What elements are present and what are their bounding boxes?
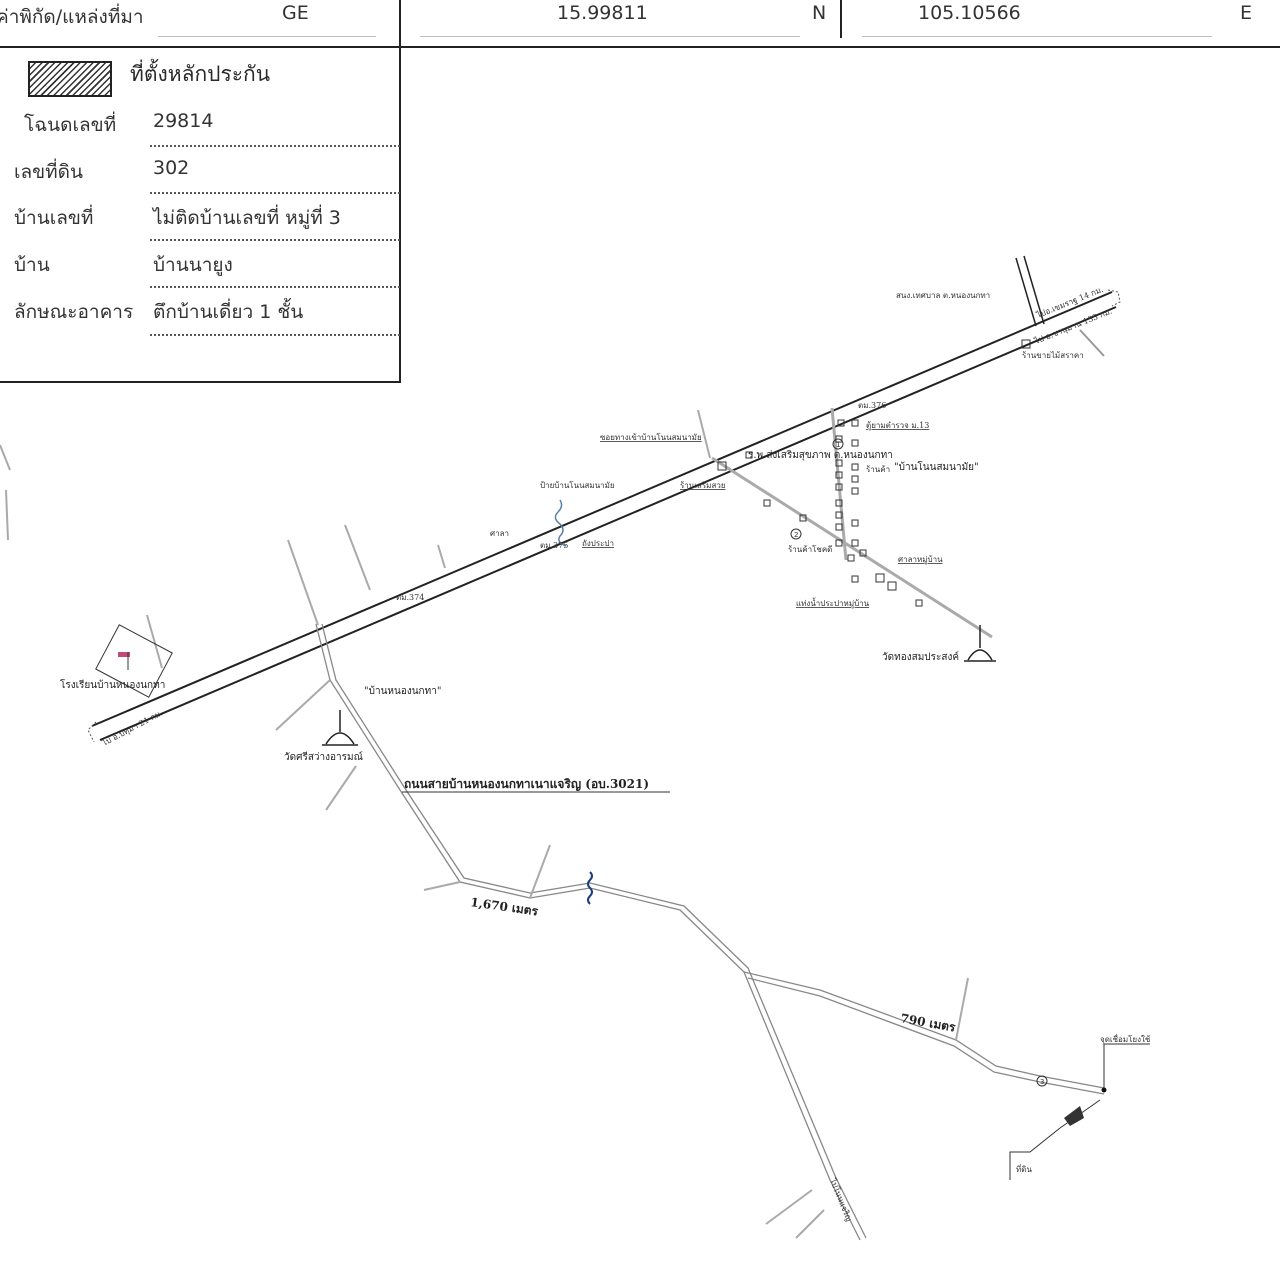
village-label: บ้าน xyxy=(14,254,50,276)
header-divider xyxy=(399,0,401,48)
label-village-nonsomnamai: "บ้านโนนสมนามัย" xyxy=(894,460,979,473)
highway-end-east xyxy=(1107,289,1121,307)
label-to-phanat: ไปโนนแจริญ xyxy=(828,1176,855,1223)
school-flag-icon xyxy=(118,652,130,657)
label-shop-1: ร้านค้า xyxy=(866,465,890,474)
longitude-dir: E xyxy=(1240,2,1253,24)
info-box xyxy=(0,46,401,383)
highway-edge-top xyxy=(91,291,1113,727)
marker-3 xyxy=(1036,1075,1048,1087)
collateral-legend-label: ที่ตั้งหลักประกัน xyxy=(130,62,271,86)
label-municipality: สนง.เทศบาล ต.หนองนกทา xyxy=(896,291,990,300)
shop-icon xyxy=(1021,339,1031,349)
main-highway xyxy=(91,291,1117,741)
marker-2-label: 2 xyxy=(794,531,798,539)
temple-icon-wat-thongsom xyxy=(964,625,996,662)
label-village-nongnokta: "บ้านหนองนกทา" xyxy=(364,685,441,697)
building-type-label: ลักษณะอาคาร xyxy=(14,301,134,323)
house-number-value: ไม่ติดบ้านเลขที่ หมู่ที่ 3 xyxy=(153,207,341,229)
label-intersection: ซอยทางเข้าบ้านโนนสมนามัย xyxy=(600,432,702,442)
label-sala: ศาลา xyxy=(490,529,509,538)
label-sala-village: ศาลาหมู่บ้าน xyxy=(898,555,943,565)
source-value: GE xyxy=(282,2,309,24)
collateral-legend-swatch xyxy=(28,61,112,97)
marker-3-label: 3 xyxy=(1040,1078,1044,1086)
land-number-label: เลขที่ดิน xyxy=(14,161,83,183)
coord-source-label: ค่าพิกัด/แหล่งที่มา xyxy=(0,6,144,28)
building-type-dotline xyxy=(150,334,400,336)
longitude-value: 105.10566 xyxy=(918,2,1021,24)
temple-icon-wat-sri xyxy=(322,710,358,746)
label-site: ที่ดิน xyxy=(1016,1163,1032,1174)
land-number-value: 302 xyxy=(153,157,190,179)
school-boundary xyxy=(95,624,173,698)
label-water-tower: แท่งน้ำประปาหมู่บ้าน xyxy=(796,597,870,609)
label-police-box: ตู้ยามตำรวจ ม.13 xyxy=(866,421,929,431)
header-bottom-border xyxy=(0,46,1280,48)
highway-end-west xyxy=(87,721,97,743)
marker-1 xyxy=(832,438,844,450)
label-school: โรงเรียนบ้านหนองนกทา xyxy=(60,678,165,691)
header-divider-2 xyxy=(840,0,842,38)
southern-side-roads xyxy=(275,679,969,1239)
label-km375: ตม.375 xyxy=(540,541,568,550)
label-road-name: ถนนสายบ้านหนองนกทาเนาแจริญ (อบ.3021) xyxy=(404,777,649,791)
marker-1-label: 1 xyxy=(836,441,840,449)
side-road xyxy=(1079,329,1105,357)
label-distance-2: 790 เมตร xyxy=(899,1011,957,1035)
label-km374: ตม.374 xyxy=(396,593,424,602)
village-road-se xyxy=(711,456,993,639)
label-tower: ถังประปา xyxy=(582,539,614,548)
building-type-value: ตึกบ้านเดี่ยว 1 ชั้น xyxy=(153,301,304,323)
latitude-underline xyxy=(420,36,800,37)
label-shop-top: ร้านขายไม้สราคา xyxy=(1022,351,1084,360)
creek-icon xyxy=(554,499,567,547)
district-road-3021 xyxy=(315,623,867,1241)
label-shop-2: ร้านเสริมสวย xyxy=(680,481,726,490)
label-sign: ป้ายบ้านโนนสมนามัย xyxy=(540,480,615,490)
collateral-site-icon xyxy=(1064,1106,1084,1126)
village-value: บ้านนายูง xyxy=(153,254,233,276)
label-wat-sri: วัดศรีสว่างอารมณ์ xyxy=(284,751,363,763)
junction-callout xyxy=(1103,1043,1150,1088)
label-wat-thongsom: วัดทองสมประสงค์ xyxy=(882,651,959,663)
house-number-dotline xyxy=(150,239,400,241)
deed-number-value: 29814 xyxy=(153,110,214,132)
latitude-value: 15.99811 xyxy=(557,2,648,24)
site-callout xyxy=(1009,1127,1061,1180)
source-underline xyxy=(158,36,376,37)
north-road xyxy=(1015,255,1045,327)
land-number-dotline xyxy=(150,192,400,194)
creek-crossing-icon xyxy=(587,871,593,905)
label-junction: จุดเชื่อมโยงใช้ xyxy=(1100,1033,1151,1044)
road-to-site xyxy=(743,971,1105,1095)
marker-2 xyxy=(790,528,802,540)
deed-number-dotline xyxy=(150,145,400,147)
village-dotline xyxy=(150,286,400,288)
label-health-center: ร.พ.ส่งเสริมสุขภาพ ต.หนองนกทา xyxy=(748,450,893,461)
house-markers xyxy=(717,419,923,607)
label-distance-1: 1,670 เมตร xyxy=(470,895,540,918)
deed-number-label: โฉนดเลขที่ xyxy=(24,114,117,136)
latitude-dir: N xyxy=(812,2,827,24)
longitude-underline xyxy=(862,36,1212,37)
label-checkpoint: ตม.376 xyxy=(858,401,886,410)
highway-edge-bottom xyxy=(99,306,1117,741)
side-roads xyxy=(0,409,711,669)
label-shop-3: ร้านค้าโชคดี xyxy=(788,544,832,554)
junction-point xyxy=(1101,1087,1107,1093)
house-number-label: บ้านเลขที่ xyxy=(14,207,94,229)
label-to-pathum: ไป อ.ปทุมฯ 21 กม. xyxy=(100,708,164,748)
